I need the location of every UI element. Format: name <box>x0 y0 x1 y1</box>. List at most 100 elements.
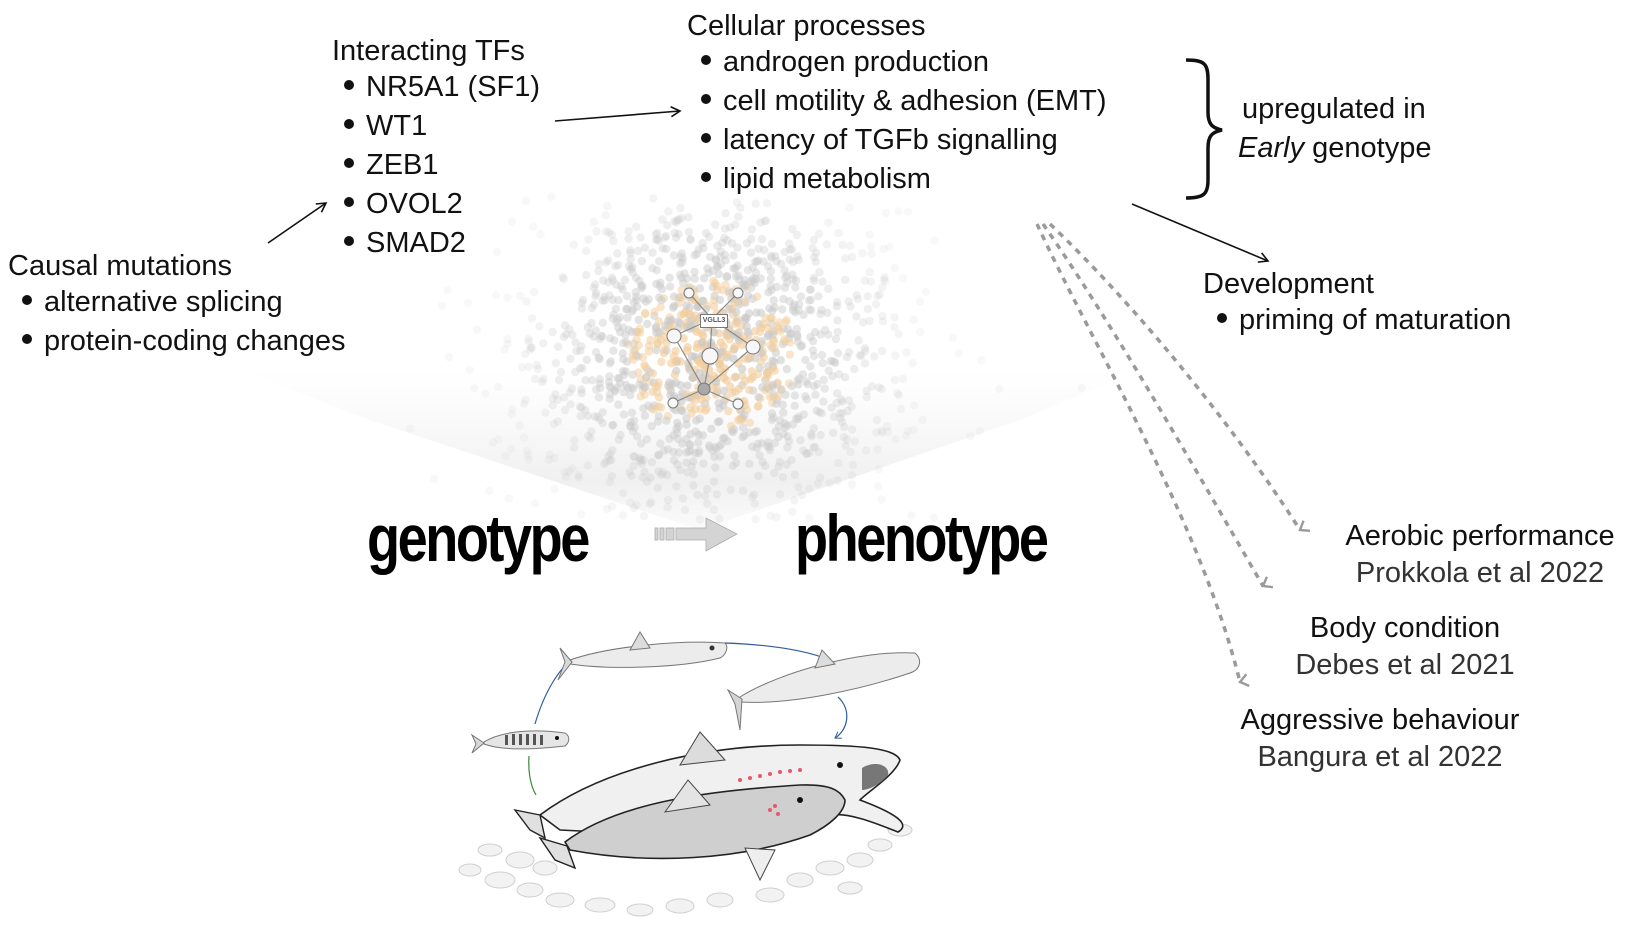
gene-dot <box>768 356 777 365</box>
gene-dot <box>709 296 719 305</box>
gene-dot <box>776 356 785 365</box>
gene-dot <box>683 468 692 477</box>
gene-dot <box>771 252 780 261</box>
gene-dot <box>674 317 683 326</box>
gene-dot <box>751 257 760 266</box>
gene-dot <box>519 399 529 408</box>
gene-dot <box>657 285 667 294</box>
gene-dot <box>548 401 557 410</box>
gene-dot <box>596 383 605 393</box>
gene-dot <box>630 452 639 461</box>
gene-dot <box>828 428 838 437</box>
gene-dot <box>790 401 799 410</box>
gene-dot <box>878 317 888 326</box>
gene-dot <box>843 406 852 416</box>
gene-dot <box>844 348 854 357</box>
gene-dot <box>632 292 641 301</box>
gene-dot <box>627 383 636 392</box>
gene-dot <box>779 294 788 304</box>
gene-dot <box>740 280 749 289</box>
gene-dot <box>560 321 570 330</box>
gene-dot <box>670 370 680 380</box>
gene-dot <box>866 277 875 286</box>
gene-dot <box>584 431 593 441</box>
gene-dot <box>803 380 812 389</box>
gene-dot <box>890 263 899 273</box>
gene-dot <box>715 417 724 426</box>
gene-dot <box>595 415 605 424</box>
gene-dot <box>598 408 607 417</box>
dashed-arrow-body <box>1041 222 1274 589</box>
gene-dot <box>722 331 731 340</box>
gene-dot <box>519 433 529 442</box>
gene-dot <box>874 482 883 491</box>
gene-dot <box>794 380 803 389</box>
gene-dot <box>802 449 812 459</box>
gene-dot <box>826 357 835 366</box>
gene-dot <box>636 455 646 465</box>
gene-dot <box>609 310 618 319</box>
gene-dot <box>901 431 911 440</box>
gene-dot <box>669 456 679 465</box>
gene-dot <box>748 276 757 286</box>
gene-dot <box>863 304 872 314</box>
gene-dot <box>682 420 691 429</box>
gene-dot <box>619 387 628 397</box>
gene-dot <box>759 245 769 255</box>
gene-dot <box>577 342 586 351</box>
gene-dot <box>813 379 822 389</box>
gene-dot <box>760 461 770 470</box>
gene-dot <box>529 287 539 297</box>
gene-dot <box>731 220 740 229</box>
gene-dot <box>721 256 730 265</box>
gene-dot <box>713 241 722 251</box>
gene-dot <box>626 418 636 427</box>
gene-dot <box>902 348 911 357</box>
gene-dot <box>631 288 640 297</box>
gene-dot <box>764 288 773 297</box>
gene-dot <box>894 390 903 400</box>
gene-dot <box>810 276 819 285</box>
gene-dot <box>613 374 622 383</box>
gene-dot <box>748 263 757 272</box>
gene-dot <box>684 447 694 456</box>
gene-dot <box>663 445 672 454</box>
adult-sea-fish <box>726 649 921 731</box>
gene-dot <box>656 403 666 412</box>
gene-dot <box>692 343 702 352</box>
gene-dot <box>862 386 871 395</box>
gene-dot <box>709 276 718 286</box>
gene-dot <box>676 466 685 475</box>
gene-dot <box>583 411 593 421</box>
gene-dot <box>657 357 666 367</box>
gene-dot <box>646 498 656 507</box>
gene-dot <box>811 257 820 266</box>
gene-dot <box>621 367 630 376</box>
gene-dot <box>852 291 861 300</box>
gene-dot <box>637 256 647 266</box>
gene-dot <box>604 452 613 461</box>
gene-dot <box>614 296 623 305</box>
gene-dot <box>821 325 830 335</box>
gene-dot <box>762 374 771 383</box>
gene-dot <box>699 243 708 253</box>
gene-dot <box>703 264 712 273</box>
gene-dot <box>790 470 799 479</box>
gene-dot <box>737 364 747 374</box>
gene-dot <box>676 310 686 319</box>
gene-dot <box>547 192 556 201</box>
gene-dot <box>718 434 728 443</box>
gene-dot <box>640 411 650 420</box>
gene-dot <box>929 513 939 522</box>
gene-dot <box>833 389 842 398</box>
gene-dot <box>607 472 617 481</box>
gene-dot <box>620 275 630 285</box>
gene-dot <box>806 285 815 294</box>
gene-dot <box>694 438 703 447</box>
gene-dot <box>507 217 517 226</box>
gene-dot <box>616 379 625 388</box>
gene-dot <box>727 239 737 248</box>
gene-dot <box>877 346 887 356</box>
